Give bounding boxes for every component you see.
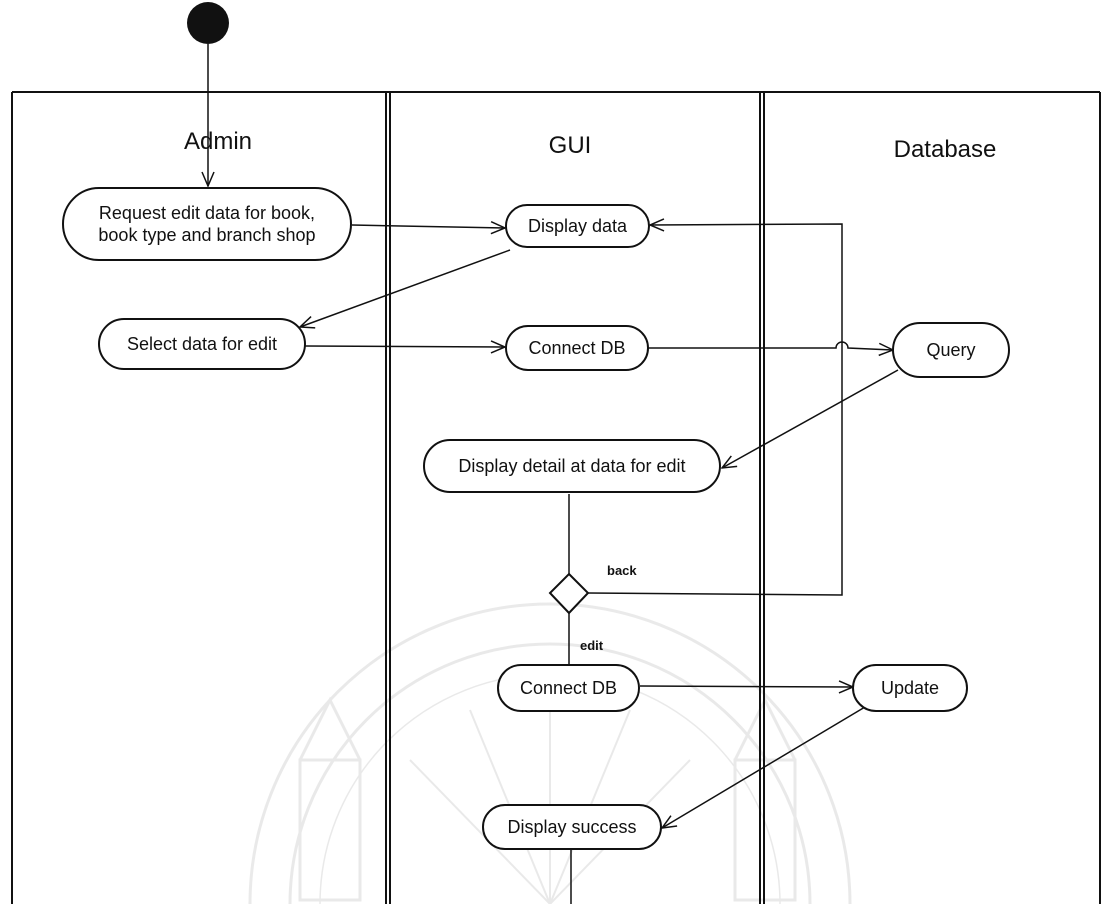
- activity-display-data: Display data: [505, 204, 650, 248]
- flow-edges: [208, 44, 899, 904]
- activity-display-success: Display success: [482, 804, 662, 850]
- edge-select-to-connect-db: [304, 346, 505, 347]
- guard-label-back: back: [607, 563, 637, 578]
- edge-query-to-display-detail: [722, 369, 899, 468]
- swimlane-frame: [11, 91, 1101, 904]
- activity-display-detail: Display detail at data for edit: [423, 439, 721, 493]
- activity-select-data-for-edit: Select data for edit: [98, 318, 306, 370]
- edge-connect-db-to-query: [648, 341, 893, 350]
- activity-request-edit-data: Request edit data for book, book type an…: [62, 187, 352, 261]
- lane-title-gui: GUI: [548, 132, 592, 159]
- decision-node: [548, 572, 590, 615]
- lane-title-admin: Admin: [183, 128, 253, 155]
- activity-query: Query: [892, 322, 1010, 378]
- guard-label-edit: edit: [580, 638, 604, 653]
- edge-update-to-display-success: [662, 706, 866, 828]
- edge-request-to-display-data: [351, 225, 505, 228]
- lane-title-database: Database: [893, 136, 997, 163]
- edge-decision-back-to-display-data: [587, 224, 843, 596]
- edge-connect-db-to-update: [639, 686, 853, 687]
- activity-connect-db-2: Connect DB: [497, 664, 640, 712]
- initial-node: [187, 2, 229, 44]
- edge-display-data-to-select: [300, 249, 511, 327]
- activity-connect-db-1: Connect DB: [505, 325, 649, 371]
- activity-update: Update: [852, 664, 968, 712]
